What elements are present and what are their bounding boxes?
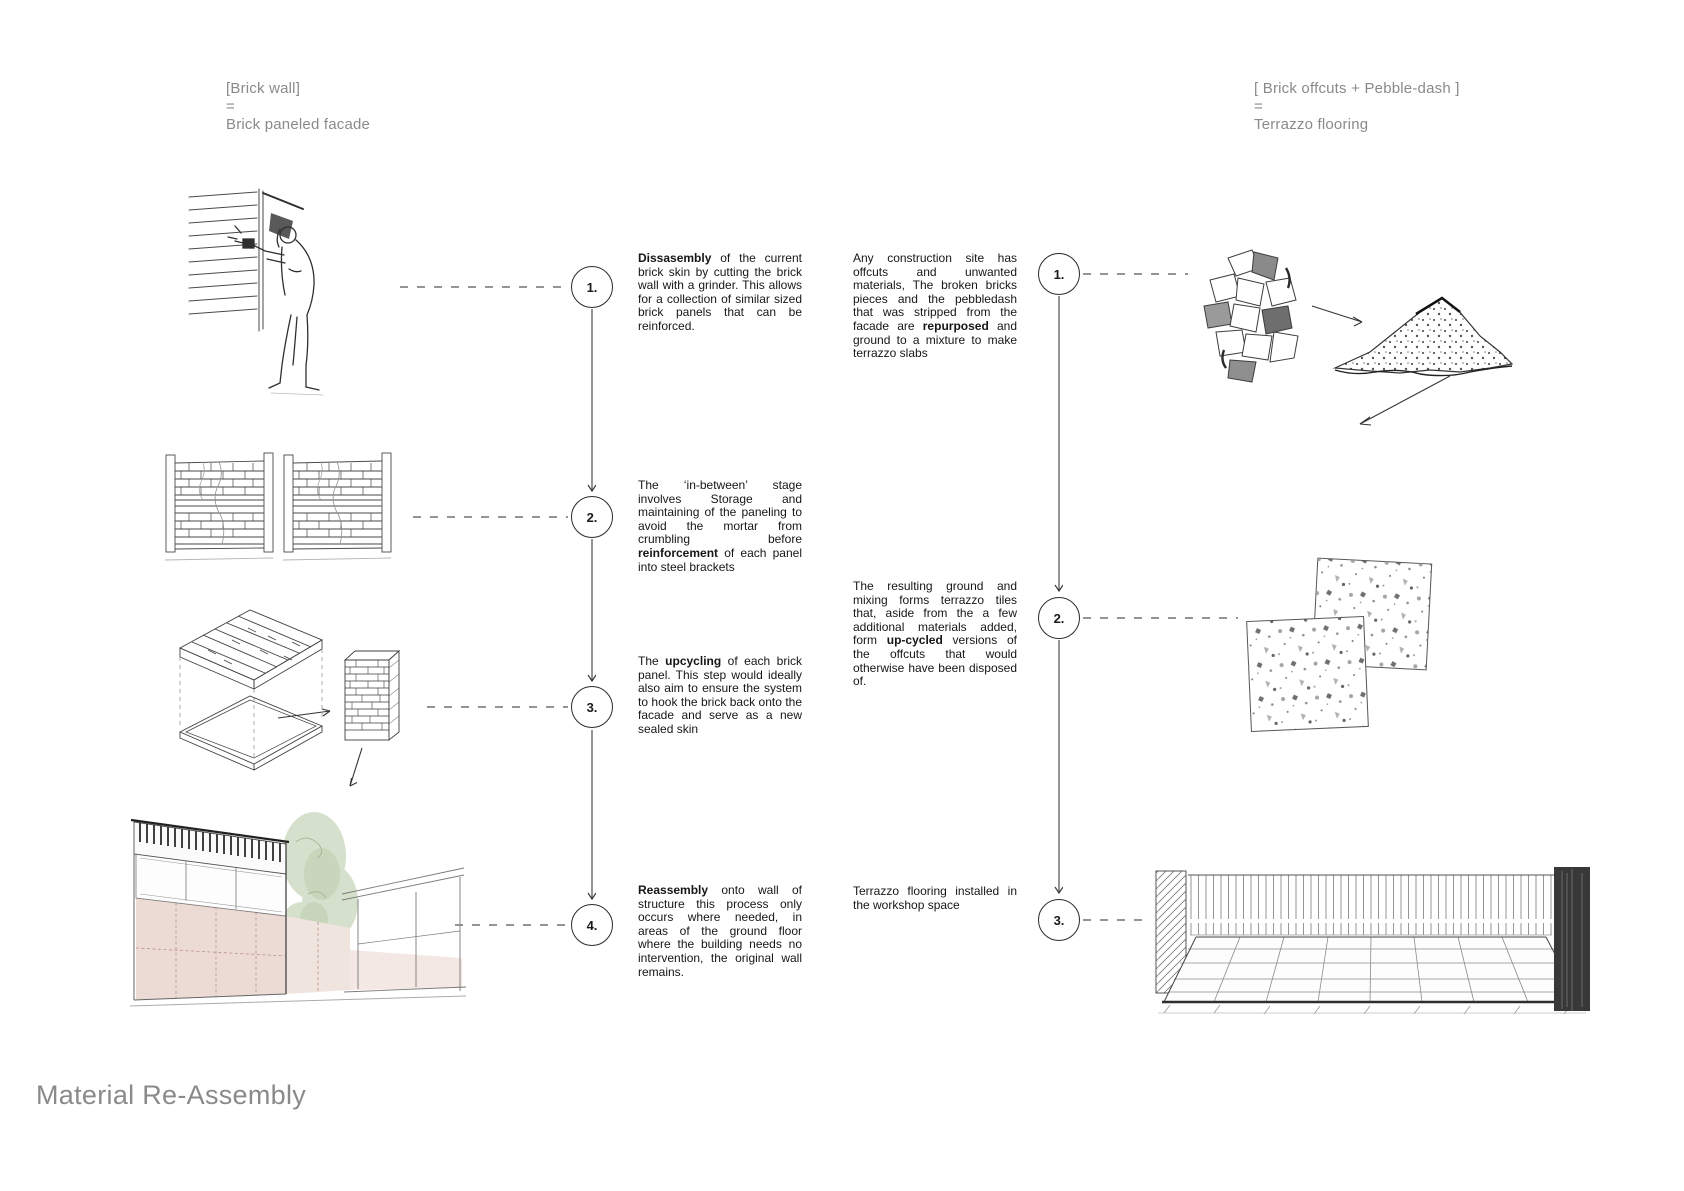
brick-panel-left xyxy=(165,452,274,561)
shed-outline xyxy=(341,867,467,993)
left-header-materials: [Brick wall] xyxy=(226,80,301,97)
sketch-worker-grinding-wall xyxy=(188,188,324,396)
ground-mixture-pile xyxy=(1332,296,1514,377)
left-step-4-text: Reassembly onto wall of structure this p… xyxy=(638,883,802,979)
arrow-to-facade xyxy=(349,747,363,787)
arrow-pile-down xyxy=(1359,375,1451,426)
right-step-1-text: Any construction site has offcuts and un… xyxy=(853,251,1017,361)
broken-bricks-cluster xyxy=(1203,249,1299,383)
left-process-header: [Brick wall] = Brick paneled facade xyxy=(226,80,370,134)
right-dark-curtain xyxy=(1554,867,1590,1011)
left-header-equals: = xyxy=(226,98,235,115)
left-step-2-marker: 2. xyxy=(571,496,613,538)
sketch-stored-brick-panels xyxy=(165,452,392,561)
sketch-exploded-brick-panel xyxy=(178,609,401,787)
left-step-4-marker: 4. xyxy=(571,904,613,946)
right-step-3-text: Terrazzo flooring installed in the works… xyxy=(853,884,1017,912)
right-step-1-marker: 1. xyxy=(1038,253,1080,295)
clapboard-wall xyxy=(188,188,304,332)
left-step-1-marker: 1. xyxy=(571,266,613,308)
worker-figure xyxy=(227,225,324,396)
right-header-equals: = xyxy=(1254,98,1263,115)
dashed-connectors xyxy=(400,273,1238,926)
terrazzo-tile-front xyxy=(1246,615,1369,732)
right-process-header: [ Brick offcuts + Pebble-dash ] = Terraz… xyxy=(1254,80,1460,134)
sketch-brick-offcuts-and-pile xyxy=(1203,249,1514,426)
right-header-result: Terrazzo flooring xyxy=(1254,116,1369,133)
terrazzo-floor-perspective xyxy=(1158,936,1586,1015)
building-edges xyxy=(129,822,467,1007)
brick-panel-right xyxy=(282,452,392,561)
arrow-bricks-to-pile xyxy=(1311,305,1363,327)
upright-brick-panel xyxy=(343,649,401,741)
arrow-to-panel xyxy=(277,708,331,719)
sketch-terrazzo-tiles xyxy=(1246,557,1433,732)
right-step-2-marker: 2. xyxy=(1038,597,1080,639)
step-flow-arrows xyxy=(592,296,1059,899)
right-header-materials: [ Brick offcuts + Pebble-dash ] xyxy=(1254,80,1460,97)
left-step-3-marker: 3. xyxy=(571,686,613,728)
sketch-facade-reassembly xyxy=(129,812,467,1007)
cut-brick-patch xyxy=(269,213,293,239)
left-step-3-text: The upcycling of each brick panel. This … xyxy=(638,654,802,736)
brick-panel-wall xyxy=(135,897,462,1000)
left-step-1-text: Dissasembly of the current brick skin by… xyxy=(638,251,802,333)
back-curtain xyxy=(1188,874,1554,936)
sketch-workshop-floor xyxy=(1155,867,1590,1015)
page-title: Material Re-Assembly xyxy=(36,1080,307,1110)
left-header-result: Brick paneled facade xyxy=(226,116,371,133)
right-step-2-text: The resulting ground and mixing forms te… xyxy=(853,579,1017,689)
isometric-brick-slab xyxy=(178,609,324,771)
left-step-2-text: The ‘in-between’ stage involves Storage … xyxy=(638,478,802,574)
right-step-3-marker: 3. xyxy=(1038,899,1080,941)
